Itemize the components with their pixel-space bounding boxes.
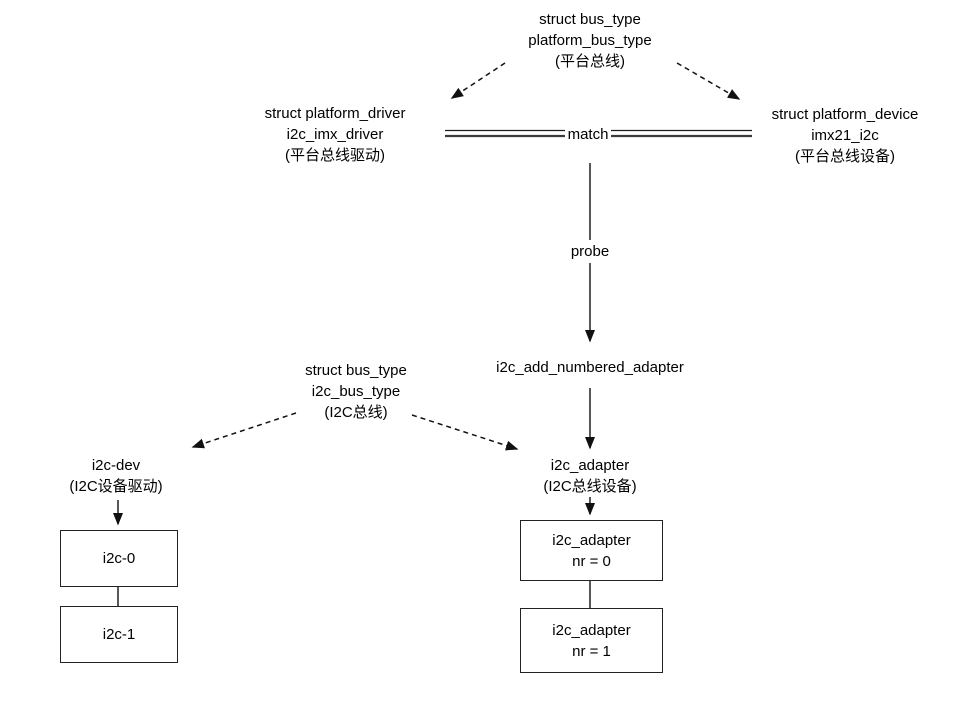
- node-platform-device: struct platform_device imx21_i2c (平台总线设备…: [772, 104, 919, 167]
- node-platform-bus-type: struct bus_type platform_bus_type (平台总线): [528, 9, 651, 72]
- arrow-i2cbus-to-i2cdev: [191, 412, 297, 449]
- node-i2c-adapter: i2c_adapter (I2C总线设备): [543, 455, 636, 497]
- box-i2c-adapter-nr0: i2c_adapter nr = 0: [520, 520, 663, 581]
- edge-label-probe: probe: [570, 243, 610, 260]
- node-platform-bus-type-line3: (平台总线): [555, 53, 625, 70]
- node-platform-bus-type-line1: struct bus_type: [539, 11, 641, 28]
- node-i2c-bus-type-line2: i2c_bus_type: [311, 383, 401, 400]
- box-i2c-adapter-nr0-line2: nr = 0: [572, 552, 611, 570]
- node-platform-device-line1: struct platform_device: [771, 106, 919, 123]
- arrow-bus-to-driver: [450, 62, 506, 99]
- box-i2c-1-label: i2c-1: [102, 626, 136, 643]
- box-i2c-adapter-nr0-line1: i2c_adapter: [552, 531, 631, 549]
- box-i2c-0-label: i2c-0: [102, 550, 136, 567]
- node-platform-driver-line1: struct platform_driver: [264, 105, 406, 122]
- node-platform-bus-type-line2: platform_bus_type: [528, 32, 652, 49]
- box-i2c-0: i2c-0: [60, 530, 178, 587]
- box-i2c-adapter-nr1-line2: nr = 1: [572, 642, 611, 660]
- arrow-bus-to-device: [676, 62, 741, 100]
- box-i2c-adapter-nr1: i2c_adapter nr = 1: [520, 608, 663, 673]
- node-platform-driver-line3: (平台总线驱动): [285, 147, 385, 164]
- node-i2c-adapter-line2: (I2C总线设备): [543, 478, 637, 495]
- node-i2c-dev: i2c-dev (I2C设备驱动): [69, 455, 162, 497]
- node-platform-driver-line2: i2c_imx_driver: [286, 126, 384, 143]
- arrow-i2cbus-to-i2cadapter: [411, 414, 519, 451]
- node-i2c-adapter-line1: i2c_adapter: [550, 457, 630, 474]
- box-i2c-adapter-nr1-line1: i2c_adapter: [552, 621, 631, 639]
- node-i2c-bus-type-line3: (I2C总线): [324, 404, 388, 421]
- box-i2c-1: i2c-1: [60, 606, 178, 663]
- node-i2c-dev-line2: (I2C设备驱动): [69, 478, 163, 495]
- node-platform-device-line2: imx21_i2c: [811, 127, 879, 144]
- node-i2c-dev-line1: i2c-dev: [91, 457, 141, 474]
- node-add-numbered-adapter: i2c_add_numbered_adapter: [496, 359, 684, 376]
- edge-label-match: match: [567, 126, 609, 143]
- node-platform-device-line3: (平台总线设备): [794, 148, 895, 165]
- node-i2c-bus-type-line1: struct bus_type: [305, 362, 407, 379]
- node-i2c-bus-type: struct bus_type i2c_bus_type (I2C总线): [305, 360, 407, 423]
- node-platform-driver: struct platform_driver i2c_imx_driver (平…: [265, 103, 406, 166]
